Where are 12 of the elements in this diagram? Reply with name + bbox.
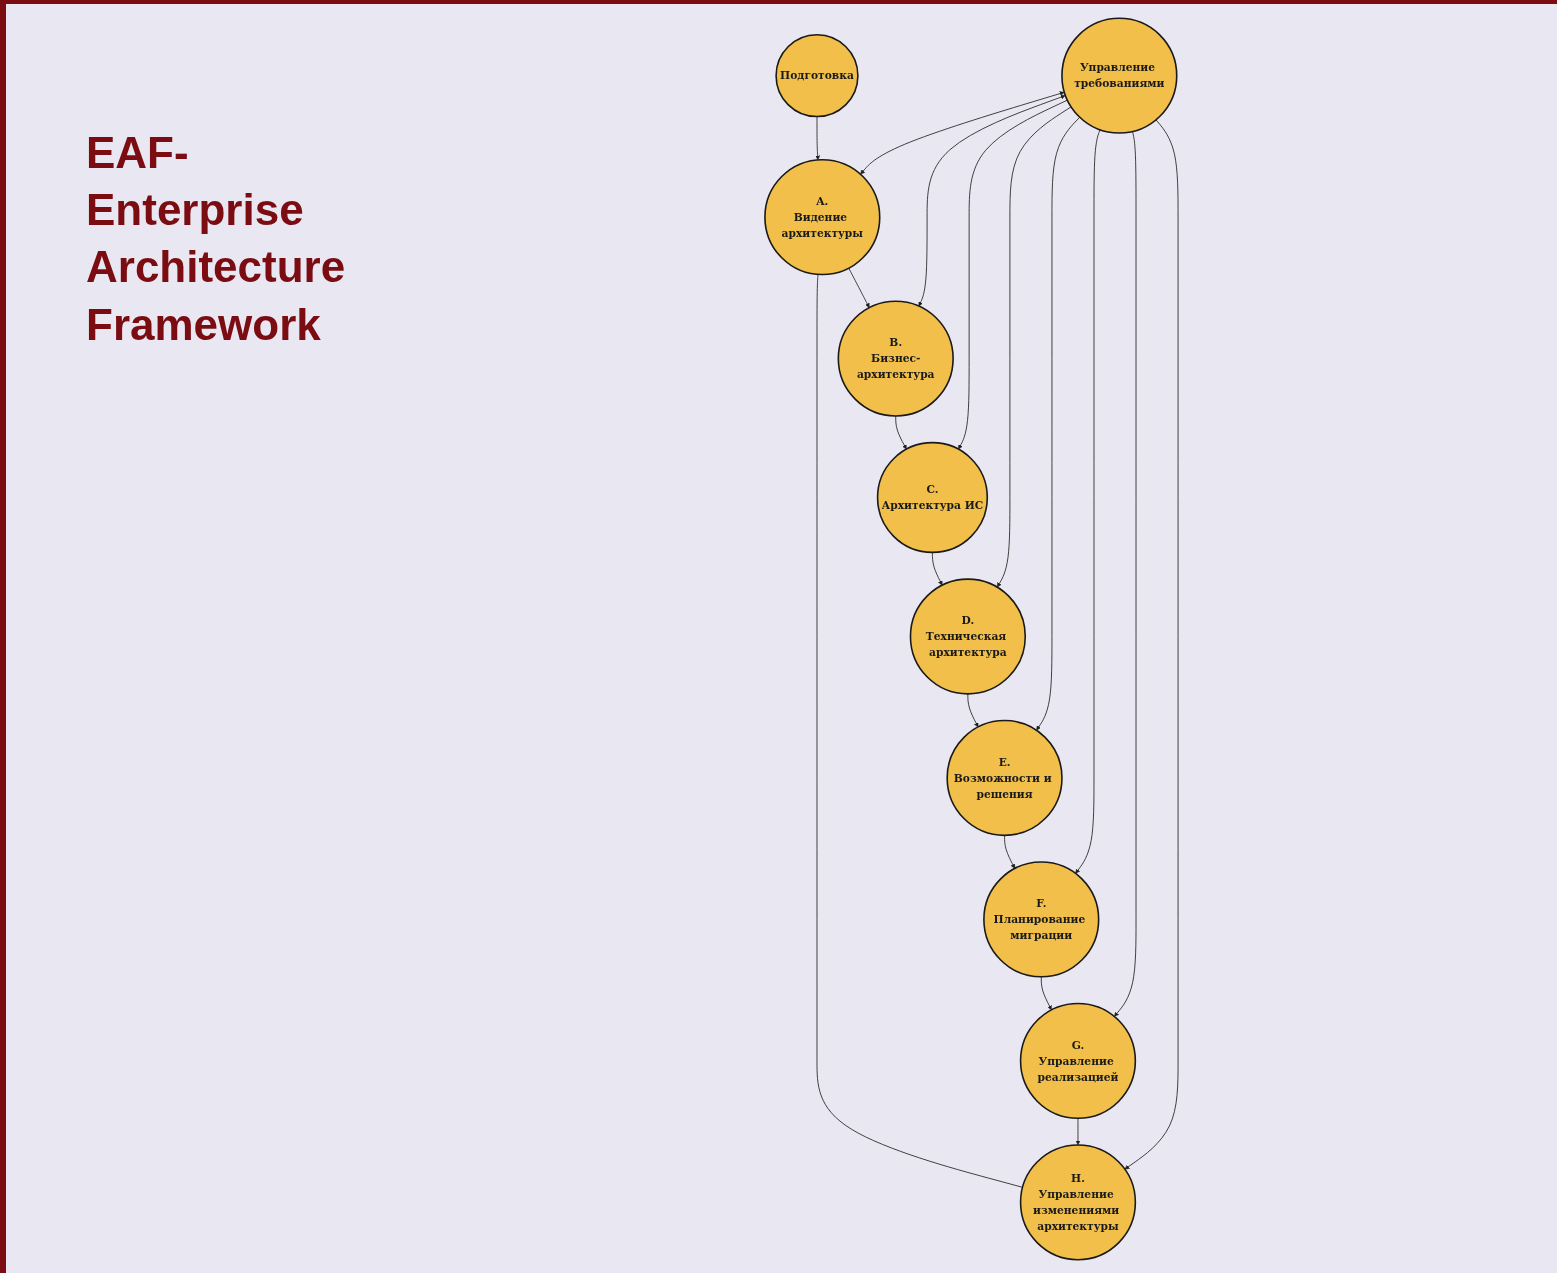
node-circle: D. Техническая архитектура [909,577,1027,695]
node-circle: B. Бизнес-архитектура [837,299,954,417]
node-circle: Управление требованиями [1061,16,1178,134]
node-circle: E. Возможности и решения [946,719,1063,836]
node-circle: A. Видение архитектуры [764,158,881,275]
diagram-title: EAF- Enterprise Architecture Framework [85,127,347,351]
node-circle: C. Архитектура ИС [876,441,989,553]
connector [816,273,1023,1188]
node-circle: H. Управление изменениями архитектуры [1019,1143,1137,1261]
node-circle: Подготовка [775,33,859,117]
node-circle: G. Управление реализацией [1019,1002,1137,1119]
node-circle: F. Планирование миграции [983,860,1100,978]
